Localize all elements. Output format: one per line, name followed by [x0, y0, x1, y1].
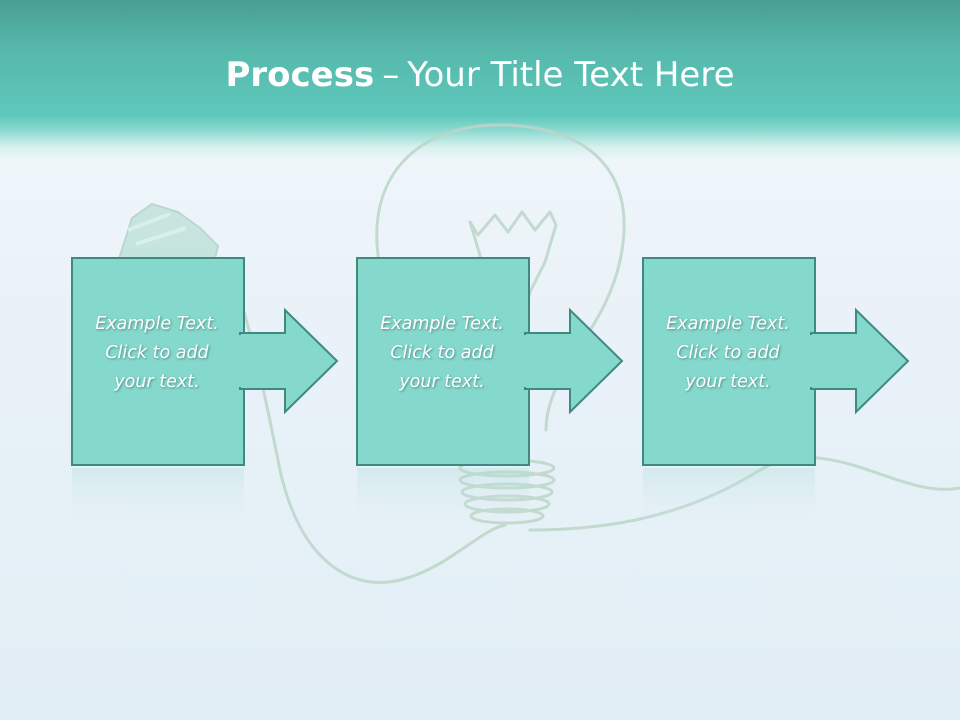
title-bold: Process [225, 55, 375, 95]
process-step-2[interactable] [356, 257, 624, 466]
step-text-line: Click to add [676, 343, 780, 363]
process-step-1[interactable] [71, 257, 339, 466]
step-text-line: Click to add [390, 343, 494, 363]
step-text-line: Example Text. [666, 314, 790, 334]
step-text-line: your text. [399, 372, 485, 392]
arrow-right-icon [524, 307, 624, 415]
slide-title[interactable]: Process–Your Title Text Here [0, 54, 960, 96]
box-reflections [72, 468, 815, 530]
step-text-line: your text. [114, 372, 200, 392]
step-2-text[interactable]: Example Text. Click to add your text. [357, 310, 527, 397]
header-band [0, 0, 960, 160]
process-step-3[interactable] [642, 257, 910, 466]
step-text-line: Click to add [105, 343, 209, 363]
arrow-right-icon [239, 307, 339, 415]
step-text-line: your text. [685, 372, 771, 392]
title-text: Your Title Text Here [407, 55, 735, 95]
step-text-line: Example Text. [380, 314, 504, 334]
title-dash: – [382, 55, 400, 95]
arrow-right-icon [810, 307, 910, 415]
step-3-text[interactable]: Example Text. Click to add your text. [643, 310, 813, 397]
step-1-text[interactable]: Example Text. Click to add your text. [72, 310, 242, 397]
step-text-line: Example Text. [95, 314, 219, 334]
